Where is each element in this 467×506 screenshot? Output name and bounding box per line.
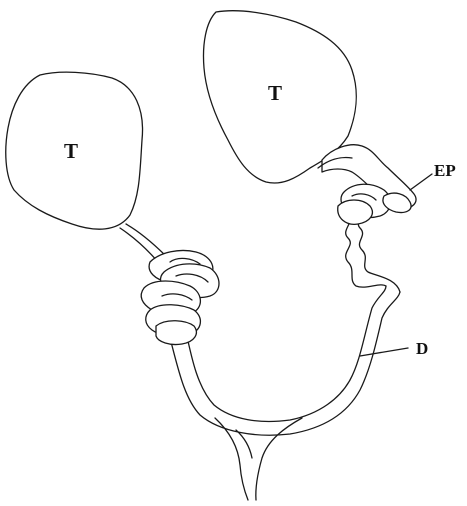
left-epididymis-coil (141, 250, 219, 344)
testis-label-right: T (268, 81, 282, 105)
ep-pointer-line (410, 174, 432, 190)
epididymis-label: EP (434, 161, 456, 180)
left-duct (170, 286, 400, 435)
common-duct (215, 418, 302, 500)
duct-label: D (416, 339, 428, 358)
testis-label-left: T (64, 139, 78, 163)
d-pointer-line (360, 348, 408, 356)
